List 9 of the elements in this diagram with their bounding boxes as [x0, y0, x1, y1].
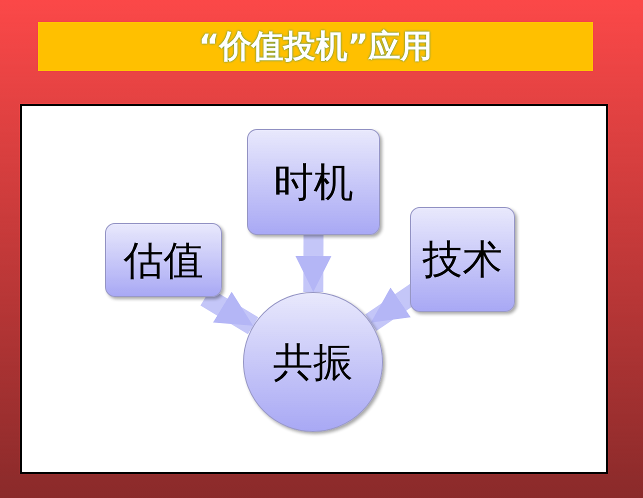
rounded-box [410, 207, 515, 312]
rounded-box [105, 223, 222, 297]
rounded-box [247, 129, 380, 235]
node-label: 估值 [124, 236, 204, 286]
node-label: 共振 [273, 338, 353, 388]
node-label: 技术 [422, 236, 502, 285]
block-arrow [295, 234, 332, 292]
node-label: 时机 [274, 158, 354, 208]
title-banner: “价值投机”应用 [38, 22, 593, 71]
